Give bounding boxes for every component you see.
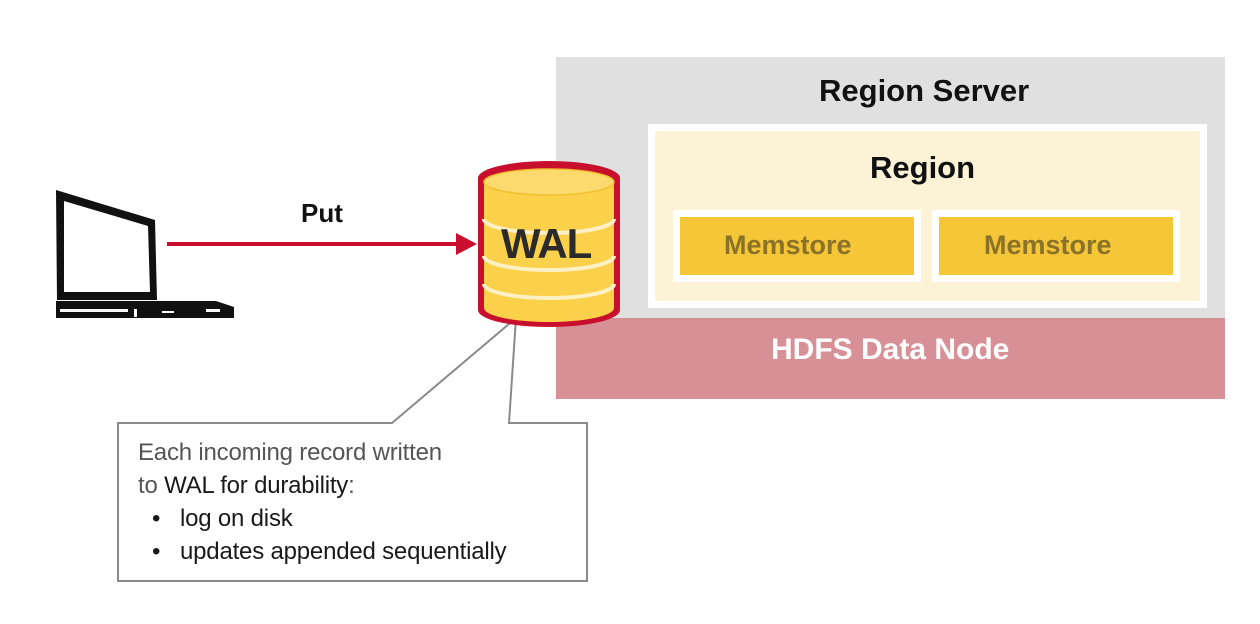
- database-cylinder-icon: [478, 161, 620, 327]
- region-title: Region: [870, 150, 976, 185]
- memstore-label-1: Memstore: [724, 230, 852, 260]
- laptop-icon: [56, 190, 234, 318]
- callout-line-1: Each incoming record written: [138, 436, 506, 469]
- bullet-marker-1: •: [152, 505, 161, 532]
- hdfs-data-node-band: [556, 318, 1225, 399]
- callout-bullet-1-text: log on disk: [180, 505, 293, 532]
- callout-bullet-2: • updates appended sequentially: [138, 535, 507, 568]
- bullet-marker-2: •: [152, 538, 161, 565]
- callout-bullet-2-text: updates appended sequentially: [180, 538, 507, 565]
- hdfs-data-node-label: HDFS Data Node: [771, 333, 1010, 366]
- callout-box: [117, 315, 588, 582]
- put-arrow: [167, 233, 477, 255]
- callout-bullet-1: • log on disk: [138, 502, 506, 535]
- callout-line-2-prefix: to: [138, 472, 158, 499]
- callout-line-2: to WAL for durability:: [138, 469, 506, 502]
- callout-line-2-suffix: :: [348, 472, 355, 499]
- callout-line-1-text: Each incoming record written: [138, 439, 442, 466]
- memstore-box-1: [680, 217, 914, 275]
- callout-wal-highlight: WAL for durability: [164, 472, 349, 499]
- callout-text: Each incoming record written to WAL for …: [138, 436, 507, 568]
- region-server-title: Region Server: [819, 73, 1030, 108]
- memstore-label-2: Memstore: [984, 230, 1112, 260]
- memstore-box-2: [939, 217, 1173, 275]
- put-label: Put: [301, 198, 343, 228]
- wal-label: WAL: [501, 220, 592, 267]
